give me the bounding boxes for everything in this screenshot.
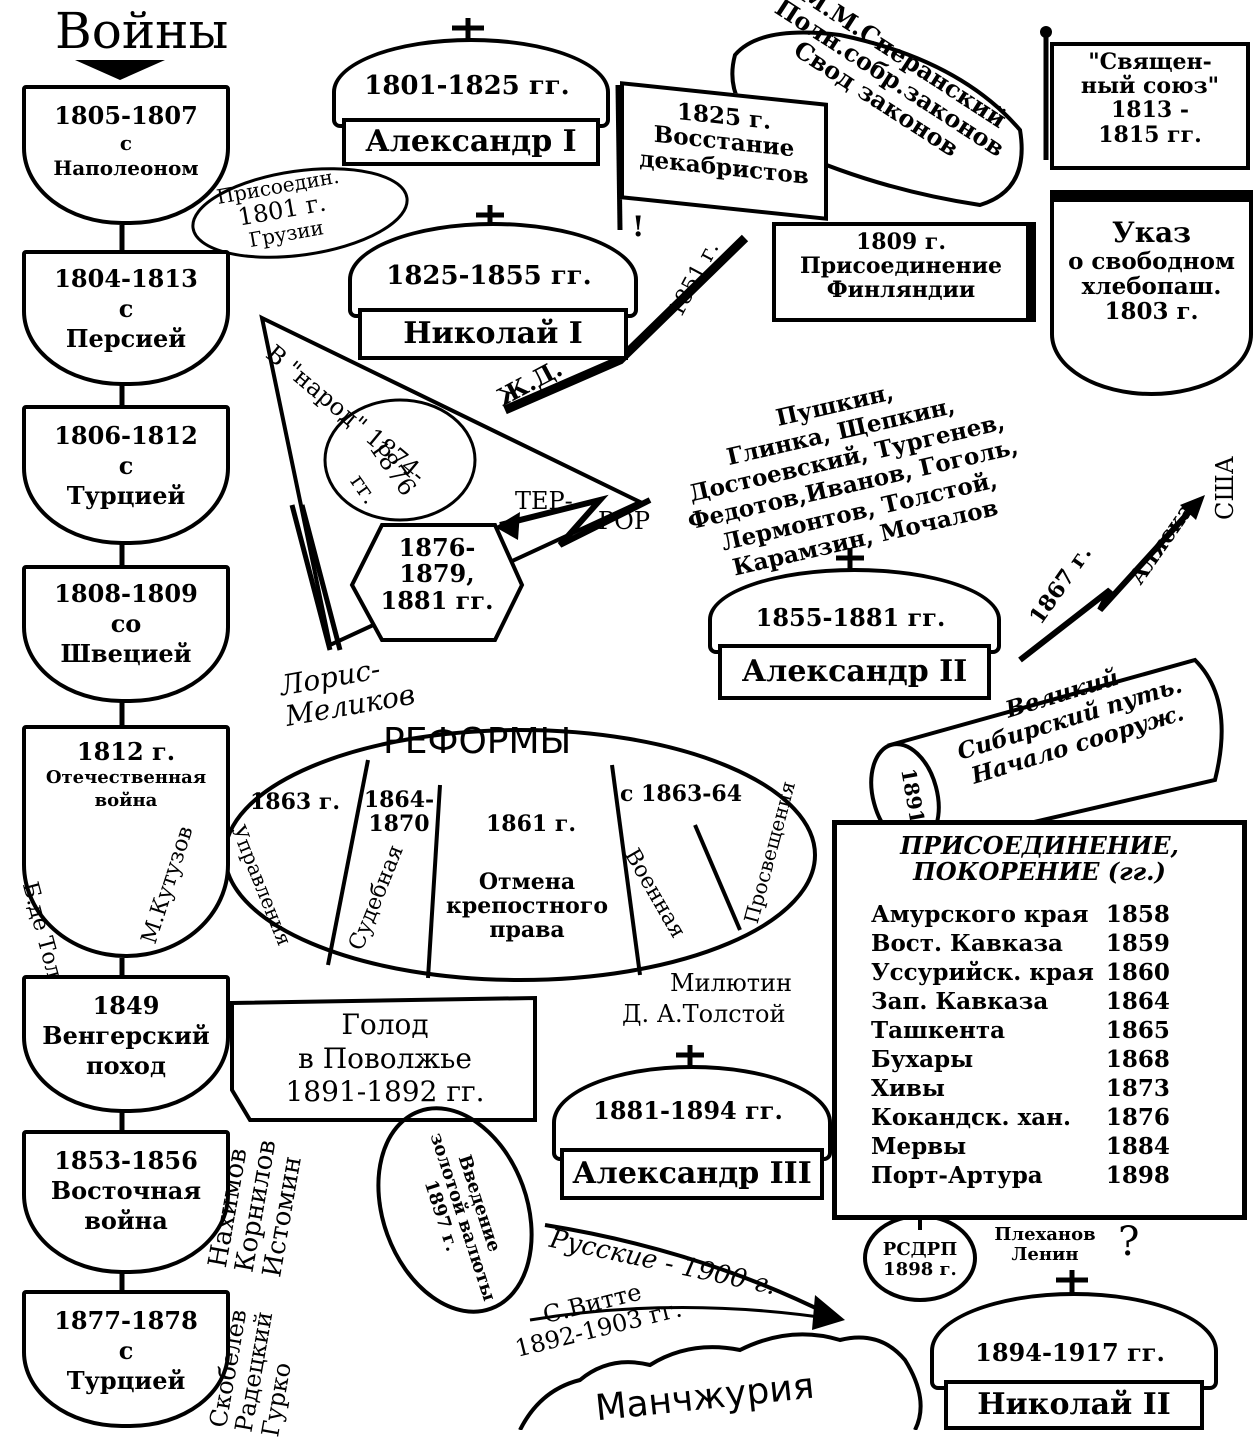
- rsdrp: РСДРП 1898 г.: [882, 1239, 958, 1280]
- reform-military-year: с 1863-64: [620, 781, 743, 807]
- ruler-alexander-2-name: Александр II: [718, 644, 991, 700]
- title-arrow-icon: [75, 60, 165, 80]
- war-turkey-1806: 1806-1812 с Турцией: [22, 405, 230, 545]
- ministers: Милютин Д. А.Толстой: [622, 969, 792, 1029]
- war-1812: 1812 г. Отечественная война Б.де Толли М…: [17, 725, 230, 1009]
- ruler-alexander-3-name: Александр III: [560, 1148, 824, 1200]
- exclaim-mark: !: [632, 210, 645, 243]
- war-napoleon: 1805-1807 с Наполеоном: [22, 85, 230, 225]
- holy-union-flag: "Священ- ный союз" 1813 - 1815 гг.: [1050, 42, 1250, 170]
- terror-label-2: РОР: [598, 507, 650, 535]
- reform-serfdom-year: 1861 г.: [486, 811, 577, 837]
- ruler-alexander-2-years: 1855-1881 гг.: [755, 603, 946, 632]
- ruler-nicholas-2-name: Николай II: [944, 1380, 1204, 1430]
- alaska-arrow-icon: [1180, 495, 1205, 520]
- ruler-nicholas-2-years: 1894-1917 гг.: [975, 1338, 1165, 1367]
- war-hungary: 1849 Венгерский поход: [22, 975, 230, 1113]
- war-persia: 1804-1813 с Персией: [22, 250, 230, 386]
- reforms-title: РЕФОРМЫ: [383, 721, 572, 762]
- terror-label-1: ТЕР-: [515, 487, 573, 515]
- ruler-alexander-2-crown: [708, 568, 1001, 654]
- ruler-nicholas-1-name: Николай I: [358, 308, 628, 360]
- table-row: Кокандск. хан.1876: [871, 1103, 1170, 1131]
- annexations-table: ПРИСОЕДИНЕНИЕ, ПОКОРЕНИЕ (гг.) Амурского…: [832, 820, 1247, 1220]
- war-turkey-1877: 1877-1878 с Турцией: [22, 1290, 230, 1428]
- ruler-alexander-3-years: 1881-1894 гг.: [593, 1096, 783, 1125]
- rsdrp-leaders: Плеханов Ленин: [994, 1224, 1096, 1265]
- terror-years: 1876- 1879, 1881 гг.: [380, 533, 494, 615]
- question-mark: ?: [1118, 1219, 1140, 1265]
- ruler-nicholas-1-years: 1825-1855 гг.: [386, 261, 592, 291]
- war-sweden: 1808-1809 со Швецией: [22, 565, 230, 703]
- free-farmers-decree: Указ о свободном хлебопаш. 1803 г.: [1050, 190, 1253, 396]
- usa-label: США: [1211, 456, 1239, 520]
- reform-serfdom: Отмена крепостного права: [445, 869, 608, 944]
- ruler-alexander-1-name: Александр I: [342, 118, 600, 166]
- volga-famine: Голод в Поволжье 1891-1892 гг.: [285, 1008, 485, 1109]
- ruler-alexander-1-years: 1801-1825 гг.: [364, 71, 570, 101]
- wars-title: Войны: [55, 2, 229, 60]
- annex-title-1: ПРИСОЕДИНЕНИЕ,: [900, 831, 1179, 860]
- decembrists-flag: 1825 г. Восстание декабристов: [620, 81, 828, 221]
- finland-annex: 1809 г. Присоединение Финляндии: [772, 222, 1036, 322]
- war-crimean: 1853-1856 Восточная война: [22, 1130, 230, 1274]
- reform-admin-year: 1863 г.: [250, 789, 341, 815]
- annex-title-2: ПОКОРЕНИЕ (гг.): [913, 857, 1166, 887]
- reform-judicial-year: 1864- 1870: [363, 787, 435, 838]
- commander-kutuzov: М.Кутузов: [136, 823, 199, 948]
